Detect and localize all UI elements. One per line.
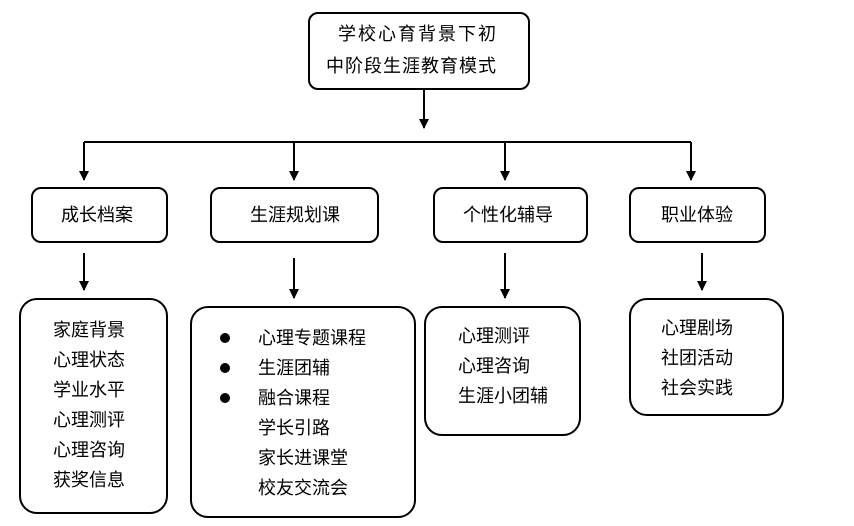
branch-career-experience: 职业体验 [629, 187, 766, 243]
bullet-icon [220, 363, 230, 373]
list-item: 社团活动 [661, 348, 733, 369]
list-item: 心理剧场 [661, 318, 733, 339]
branch-personalized-guidance: 个性化辅导 [433, 187, 588, 243]
branch-label: 成长档案 [61, 205, 133, 226]
list-item: 融合课程 [258, 388, 330, 409]
list-item: 心理测评 [458, 326, 530, 347]
list-item: 家长进课堂 [258, 448, 348, 469]
list-item: 生涯小团辅 [458, 386, 548, 407]
list-item: 学长引路 [258, 418, 330, 439]
detail-career-planning-course: 心理专题课程 生涯团辅 融合课程 学长引路 家长进课堂 校友交流会 [190, 306, 416, 518]
detail-growth-archive: 家庭背景 心理状态 学业水平 心理测评 心理咨询 获奖信息 [19, 298, 168, 514]
branch-career-planning-course: 生涯规划课 [210, 187, 379, 243]
list-item: 心理专题课程 [258, 328, 366, 349]
list-item: 心理测评 [53, 410, 125, 431]
root-title-line2: 中阶段生涯教育模式 [326, 56, 497, 77]
bullet-icon [220, 333, 230, 343]
root-node: 学校心育背景下初 中阶段生涯教育模式 [308, 12, 530, 90]
branch-growth-archive: 成长档案 [31, 187, 168, 243]
detail-career-experience: 心理剧场 社团活动 社会实践 [629, 298, 784, 416]
branch-label: 个性化辅导 [463, 205, 553, 226]
root-title-line1: 学校心育背景下初 [338, 24, 498, 45]
bullet-icon [220, 393, 230, 403]
list-item: 学业水平 [53, 380, 125, 401]
list-item: 社会实践 [661, 378, 733, 399]
list-item: 心理咨询 [53, 440, 125, 461]
list-item: 生涯团辅 [258, 358, 330, 379]
branch-label: 职业体验 [661, 205, 733, 226]
list-item: 获奖信息 [53, 470, 125, 491]
branch-label: 生涯规划课 [250, 205, 340, 226]
list-item: 校友交流会 [258, 478, 348, 499]
list-item: 心理状态 [53, 350, 125, 371]
detail-personalized-guidance: 心理测评 心理咨询 生涯小团辅 [424, 306, 581, 436]
list-item: 家庭背景 [53, 320, 125, 341]
list-item: 心理咨询 [458, 356, 530, 377]
